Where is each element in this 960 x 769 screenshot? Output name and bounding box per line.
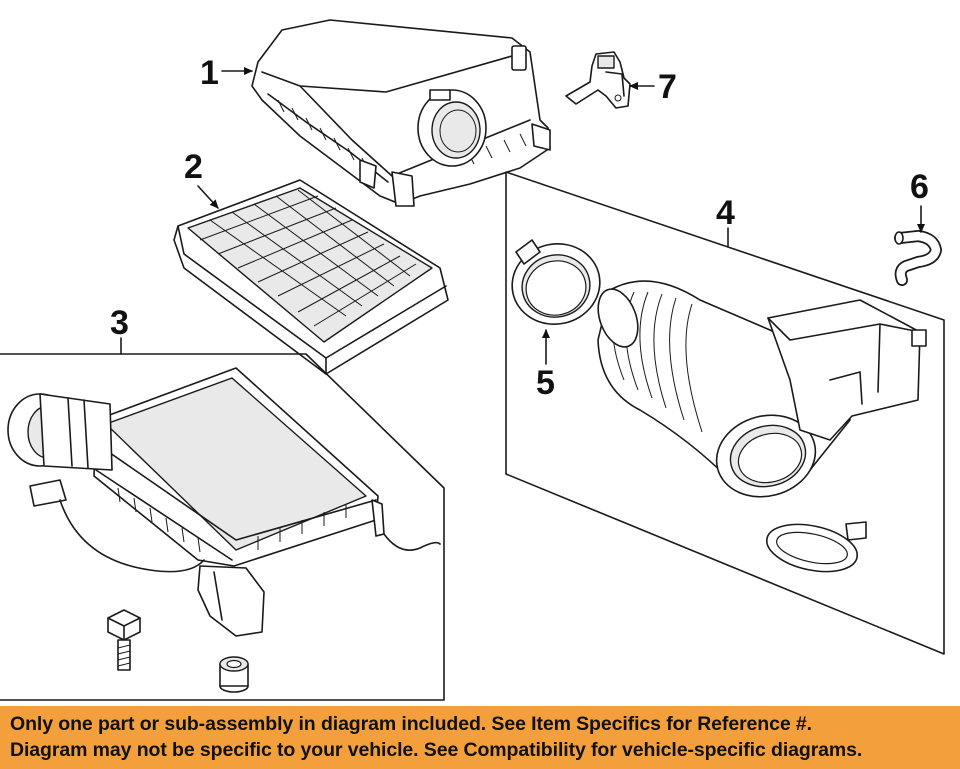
disclaimer-line-1: Only one part or sub-assembly in diagram… — [10, 713, 812, 735]
hose-clamp-lower — [765, 521, 867, 573]
air-cleaner-case — [7, 367, 441, 637]
callout-3: 3 — [110, 304, 129, 342]
bolt — [107, 609, 141, 671]
callout-1: 1 — [200, 54, 219, 92]
part-4-group-frame — [505, 171, 945, 655]
hose-clamp — [511, 239, 601, 325]
callout-5: 5 — [536, 364, 555, 402]
leader-lines — [120, 67, 925, 365]
air-cleaner-cover — [251, 19, 551, 207]
callout-2: 2 — [184, 148, 203, 186]
air-flow-sensor — [565, 51, 631, 109]
disclaimer-line-2: Diagram may not be specific to your vehi… — [10, 739, 863, 761]
callout-4: 4 — [716, 194, 735, 232]
intake-hose — [597, 280, 927, 498]
vacuum-hose — [894, 229, 943, 286]
part-3-group-frame — [0, 353, 445, 701]
callout-7: 7 — [658, 68, 677, 106]
callout-6: 6 — [910, 168, 929, 206]
parts-diagram: 1 2 3 4 5 6 7 — [0, 19, 945, 701]
grommet — [219, 656, 249, 693]
disclaimer-banner: Only one part or sub-assembly in diagram… — [0, 706, 960, 769]
air-filter — [173, 179, 449, 375]
